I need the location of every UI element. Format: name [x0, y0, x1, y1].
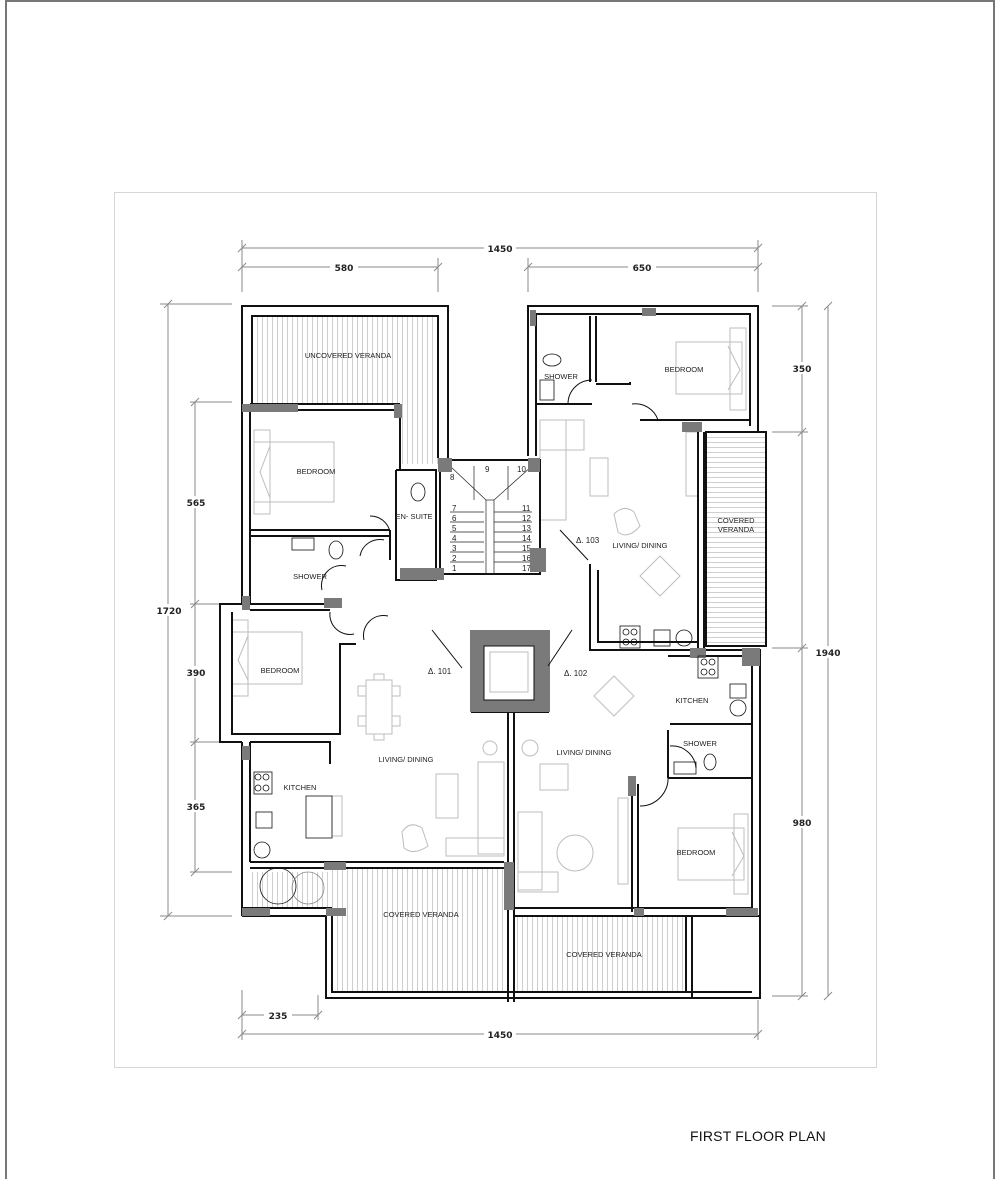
dim-left-1: 565 — [187, 499, 206, 509]
label-uncovered-veranda: UNCOVERED VERANDA — [305, 351, 391, 360]
dim-right-1: 350 — [793, 365, 812, 375]
dimension-labels: 1450 580 650 235 1450 1720 565 390 365 3… — [156, 245, 840, 1041]
sheet-frame — [114, 192, 877, 1068]
svg-text:5: 5 — [452, 524, 457, 533]
svg-text:12: 12 — [522, 514, 531, 523]
label-shower-ne: SHOWER — [544, 372, 578, 381]
door-swings — [321, 379, 697, 807]
veranda-hatching — [250, 316, 765, 992]
label-kitchen-102: KITCHEN — [676, 696, 709, 705]
svg-text:11: 11 — [522, 504, 531, 513]
stair-numbers: 7 6 5 4 3 2 1 11 12 13 14 15 16 17 8 9 1… — [450, 465, 531, 573]
label-covered-veranda-se: COVERED VERANDA — [566, 950, 641, 959]
level-101: Δ. 101 — [428, 667, 452, 676]
label-shower-102: SHOWER — [683, 739, 717, 748]
svg-text:7: 7 — [452, 504, 457, 513]
room-labels: UNCOVERED VERANDA BEDROOM EN- SUITE SHOW… — [261, 351, 756, 959]
dim-bottom-left: 235 — [269, 1012, 288, 1022]
dim-top-overall: 1450 — [487, 245, 512, 255]
level-102: Δ. 102 — [564, 669, 588, 678]
dim-top-left: 580 — [335, 264, 354, 274]
svg-text:17: 17 — [522, 564, 531, 573]
label-living-101: LIVING/ DINING — [378, 755, 433, 764]
page-border — [5, 0, 995, 1179]
svg-text:6: 6 — [452, 514, 457, 523]
dim-top-right: 650 — [633, 264, 652, 274]
svg-text:4: 4 — [452, 534, 457, 543]
dim-right-overall: 1940 — [815, 649, 840, 659]
label-bedroom-nw: BEDROOM — [297, 467, 336, 476]
label-bedroom-w: BEDROOM — [261, 666, 300, 675]
label-living-103: LIVING/ DINING — [612, 541, 667, 550]
label-shower-w: SHOWER — [293, 572, 327, 581]
label-bedroom-se: BEDROOM — [677, 848, 716, 857]
svg-text:14: 14 — [522, 534, 531, 543]
fixtures — [253, 353, 747, 905]
stair-treads — [449, 465, 533, 575]
label-covered-veranda-sw: COVERED VERANDA — [383, 910, 458, 919]
svg-text:8: 8 — [450, 473, 455, 482]
dim-bottom-overall: 1450 — [487, 1031, 512, 1041]
svg-text:16: 16 — [522, 554, 531, 563]
level-markers: Δ. 101 Δ. 102 Δ. 103 — [428, 536, 600, 678]
label-kitchen-101: KITCHEN — [284, 783, 317, 792]
lift-core — [470, 630, 550, 712]
svg-text:13: 13 — [522, 524, 531, 533]
label-en-suite: EN- SUITE — [395, 512, 432, 521]
sheet-title: FIRST FLOOR PLAN — [690, 1128, 826, 1144]
svg-text:15: 15 — [522, 544, 531, 553]
level-103: Δ. 103 — [576, 536, 600, 545]
dim-left-3: 365 — [187, 803, 206, 813]
svg-text:9: 9 — [485, 465, 490, 474]
label-bedroom-ne: BEDROOM — [665, 365, 704, 374]
dim-right-2: 980 — [793, 819, 812, 829]
columns — [242, 308, 760, 916]
dim-left-overall: 1720 — [156, 607, 181, 617]
svg-text:10: 10 — [517, 465, 526, 474]
label-covered-veranda-e-2: VERANDA — [718, 525, 754, 534]
svg-text:3: 3 — [452, 544, 457, 553]
svg-text:2: 2 — [452, 554, 457, 563]
furniture — [231, 327, 749, 895]
svg-text:1: 1 — [452, 564, 457, 573]
label-covered-veranda-e-1: COVERED — [717, 516, 755, 525]
dim-left-2: 390 — [187, 669, 206, 679]
label-living-102: LIVING/ DINING — [556, 748, 611, 757]
